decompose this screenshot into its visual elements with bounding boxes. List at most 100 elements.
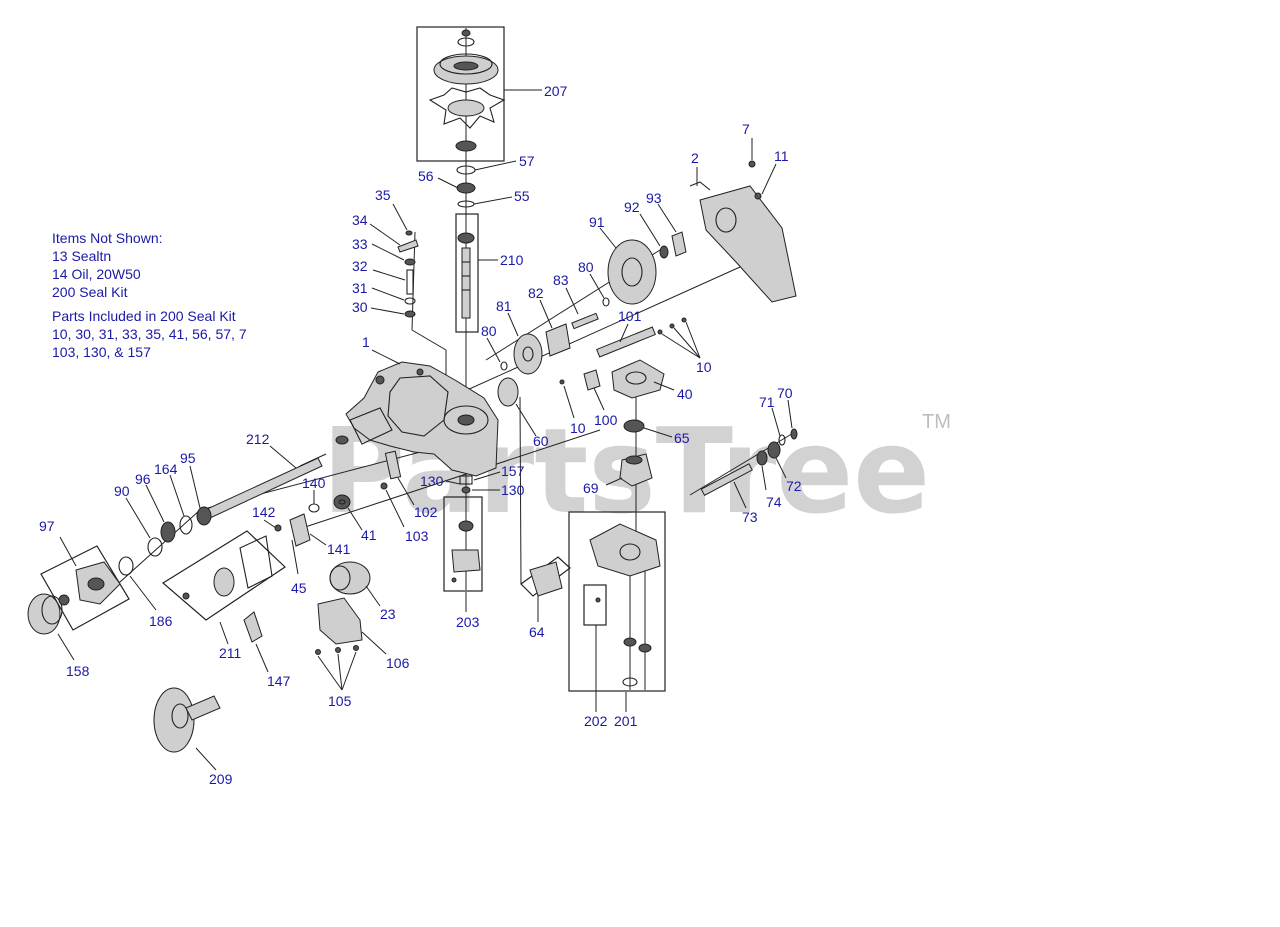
callout-102[interactable]: 102 [414,504,438,520]
callout-103[interactable]: 103 [405,528,429,544]
part-92-washer [659,245,669,259]
callout-7[interactable]: 7 [742,121,750,137]
callout-141[interactable]: 141 [327,541,351,557]
callout-34[interactable]: 34 [352,212,368,228]
callout-23[interactable]: 23 [380,606,396,622]
callout-64[interactable]: 64 [529,624,545,640]
callout-97[interactable]: 97 [39,518,55,534]
callout-212[interactable]: 212 [246,431,270,447]
callout-30[interactable]: 30 [352,299,368,315]
callout-203[interactable]: 203 [456,614,480,630]
part-164-bearing [179,515,193,535]
part-64-motor [529,561,563,597]
callout-105[interactable]: 105 [328,693,352,709]
callout-100[interactable]: 100 [594,412,618,428]
callout-130a[interactable]: 130 [420,473,444,489]
part-211-brake [182,535,273,600]
callout-32[interactable]: 32 [352,258,368,274]
callout-40[interactable]: 40 [677,386,693,402]
callout-96[interactable]: 96 [135,471,151,487]
callout-91[interactable]: 91 [589,214,605,230]
leader-lines [57,89,793,771]
callout-209[interactable]: 209 [209,771,233,787]
part-210-input-shaft [457,232,475,319]
callout-56[interactable]: 56 [418,168,434,184]
callout-164[interactable]: 164 [154,461,178,477]
part-106-bracket [317,597,363,645]
callout-95[interactable]: 95 [180,450,196,466]
callout-71[interactable]: 71 [759,394,775,410]
callout-81[interactable]: 81 [496,298,512,314]
part-186-washer [118,556,134,576]
part-82-gear [545,323,571,357]
part-83-shaft [571,312,599,330]
part-105-bolts [315,645,359,655]
callout-80a[interactable]: 80 [578,259,594,275]
callout-72[interactable]: 72 [786,478,802,494]
callout-211[interactable]: 211 [219,645,242,661]
part-201-valve-housing [589,523,661,687]
callout-80b[interactable]: 80 [481,323,497,339]
callout-57[interactable]: 57 [519,153,535,169]
part-91-gear [607,239,657,305]
callout-186[interactable]: 186 [149,613,173,629]
callout-157[interactable]: 157 [501,463,525,479]
callout-60[interactable]: 60 [533,433,549,449]
part-103-pin [380,482,388,490]
callout-202[interactable]: 202 [584,713,608,729]
callout-69[interactable]: 69 [583,480,599,496]
part-80b-washer [500,361,508,371]
callout-55[interactable]: 55 [514,188,530,204]
callout-41[interactable]: 41 [361,527,377,543]
callout-65[interactable]: 65 [674,430,690,446]
callout-142[interactable]: 142 [252,504,276,520]
callout-147[interactable]: 147 [267,673,291,689]
callout-92[interactable]: 92 [624,199,640,215]
callout-45[interactable]: 45 [291,580,307,596]
part-23-filter [329,561,371,595]
part-60-gear [497,377,519,407]
callout-83[interactable]: 83 [553,272,569,288]
callout-73[interactable]: 73 [742,509,758,525]
callout-11[interactable]: 11 [774,148,789,164]
box-211-brake [161,530,286,621]
box-202 [583,584,607,626]
part-81-gear [513,333,543,375]
callout-106[interactable]: 106 [386,655,410,671]
callout-140[interactable]: 140 [302,475,326,491]
callout-1[interactable]: 1 [362,334,370,350]
part-41-bearing [333,494,351,510]
callout-31[interactable]: 31 [352,280,368,296]
items-not-shown-title: Items Not Shown: [52,230,163,246]
callout-74[interactable]: 74 [766,494,782,510]
callout-201[interactable]: 201 [614,713,638,729]
part-101-shaft [596,326,656,358]
part-140-washer [308,503,320,513]
callout-35[interactable]: 35 [375,187,391,203]
callout-210[interactable]: 210 [500,252,524,268]
callout-70[interactable]: 70 [777,385,793,401]
callout-130b[interactable]: 130 [501,482,525,498]
part-142-bolt [274,524,282,532]
callout-207[interactable]: 207 [544,83,568,99]
part-90-washer [147,537,163,557]
callout-10b[interactable]: 10 [570,420,586,436]
callout-158[interactable]: 158 [66,663,90,679]
callout-93[interactable]: 93 [646,190,662,206]
part-10-pins [559,317,687,385]
callout-82[interactable]: 82 [528,285,544,301]
part-74-bearing [756,450,768,466]
part-207-pulley [428,29,506,152]
box-207-pulley-fan [416,26,505,162]
callout-33[interactable]: 33 [352,236,368,252]
callout-2[interactable]: 2 [691,150,699,166]
callout-90[interactable]: 90 [114,483,130,499]
part-209-hub [153,687,221,753]
part-2-gasket [689,181,711,191]
callout-101[interactable]: 101 [618,308,642,324]
part-11-cover [699,185,797,303]
part-69-pump [619,453,653,487]
callout-labels: 207 57 56 55 7 2 11 35 34 33 32 31 30 21… [39,83,802,787]
callout-10a[interactable]: 10 [696,359,712,375]
